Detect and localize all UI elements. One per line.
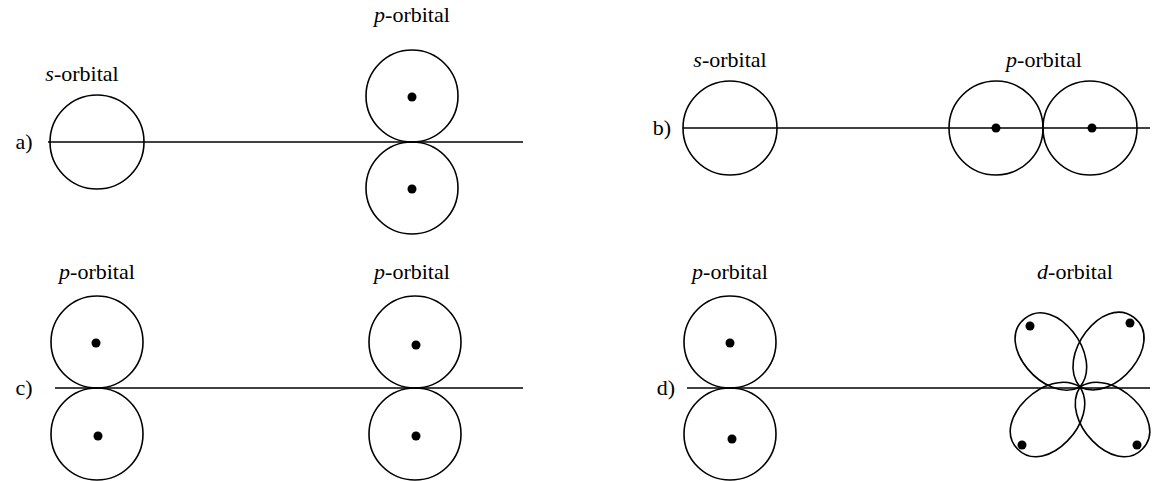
label-holder: p-orbital bbox=[374, 3, 450, 27]
label-holder: s-orbital bbox=[693, 48, 766, 72]
nucleus-dot bbox=[412, 341, 421, 350]
axis-line bbox=[55, 387, 523, 389]
nucleus-dot bbox=[728, 435, 737, 444]
nucleus-dot bbox=[1026, 322, 1035, 331]
nucleus-dot bbox=[1088, 124, 1097, 133]
label-holder: b) bbox=[653, 116, 671, 140]
panel-letter: c) bbox=[15, 375, 32, 400]
orbital-name: p-orbital bbox=[59, 259, 135, 284]
p-lobe bbox=[369, 388, 461, 480]
p-lobe bbox=[51, 296, 143, 388]
s-orbital-shape bbox=[683, 81, 777, 175]
p-lobe bbox=[51, 388, 143, 480]
label-holder: s-orbital bbox=[45, 62, 118, 86]
nucleus-dot bbox=[992, 124, 1001, 133]
nucleus-dot bbox=[408, 93, 417, 102]
axis-line bbox=[48, 141, 523, 143]
nucleus-dot bbox=[412, 432, 421, 441]
s-orbital-shape bbox=[50, 95, 144, 189]
d-lobe bbox=[1059, 366, 1157, 470]
panel-letter: a) bbox=[15, 129, 32, 154]
orbital-name: s-orbital bbox=[45, 61, 118, 86]
nucleus-dot bbox=[1133, 441, 1142, 450]
orbital-name: d-orbital bbox=[1037, 259, 1113, 284]
label-holder: c) bbox=[15, 376, 32, 400]
label-holder: p-orbital bbox=[692, 260, 768, 284]
nucleus-dot bbox=[408, 185, 417, 194]
orbital-name: p-orbital bbox=[374, 259, 450, 284]
p-lobe bbox=[684, 388, 776, 480]
orbital-name: p-orbital bbox=[1006, 47, 1082, 72]
axis-line bbox=[683, 127, 1150, 129]
orbital-name: p-orbital bbox=[692, 259, 768, 284]
p-lobe bbox=[684, 296, 776, 388]
d-lobe bbox=[1057, 300, 1157, 405]
panel-letter: d) bbox=[657, 375, 675, 400]
label-holder: d-orbital bbox=[1037, 260, 1113, 284]
p-lobe bbox=[366, 142, 458, 234]
label-holder: p-orbital bbox=[1006, 48, 1082, 72]
label-holder: p-orbital bbox=[374, 260, 450, 284]
nucleus-dot bbox=[1018, 441, 1027, 450]
orbital-name: p-orbital bbox=[374, 2, 450, 27]
nucleus-dot bbox=[1126, 319, 1135, 328]
d-lobe bbox=[997, 366, 1101, 470]
label-holder: p-orbital bbox=[59, 260, 135, 284]
p-lobe bbox=[369, 296, 461, 388]
nucleus-dot bbox=[92, 339, 101, 348]
p-lobe bbox=[366, 50, 458, 142]
p-lobe bbox=[949, 81, 1043, 175]
panel-letter: b) bbox=[653, 115, 671, 140]
label-holder: d) bbox=[657, 376, 675, 400]
orbital-name: s-orbital bbox=[693, 47, 766, 72]
nucleus-dot bbox=[94, 432, 103, 441]
d-orbital-shape bbox=[997, 300, 1157, 470]
p-lobe bbox=[1043, 81, 1137, 175]
label-holder: a) bbox=[15, 130, 32, 154]
nucleus-dot bbox=[726, 339, 735, 348]
